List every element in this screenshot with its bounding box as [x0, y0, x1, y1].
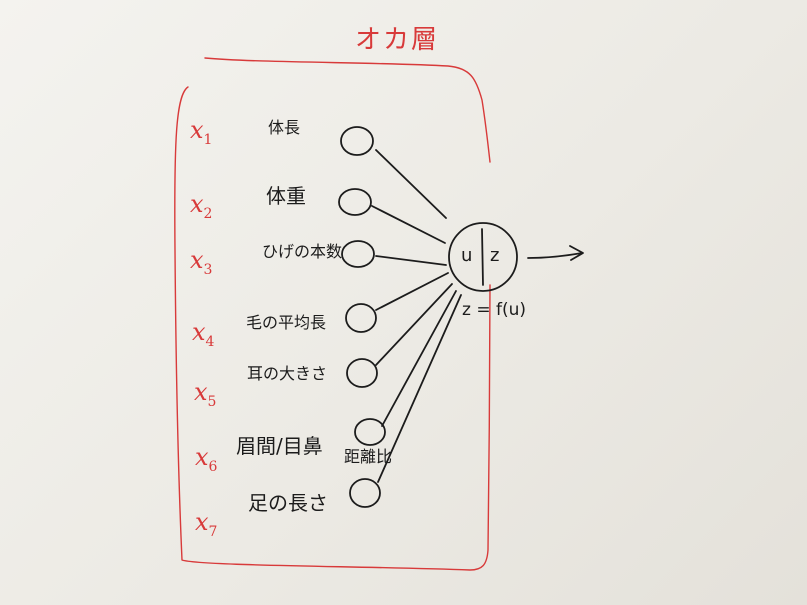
neuron-divider [481, 228, 484, 286]
var-sub: 5 [207, 393, 217, 410]
unit-input-u: u [461, 245, 473, 266]
var-sub: 1 [203, 131, 213, 148]
var-letter: x [195, 508, 209, 536]
input-label-6: 眉間/目鼻 [236, 434, 323, 458]
output-arrowhead [569, 245, 584, 261]
var-letter: x [195, 443, 209, 471]
var-letter: x [190, 116, 204, 144]
input-nodes [338, 126, 386, 508]
var-letter: x [192, 318, 206, 346]
unit-output-z: z [490, 245, 500, 266]
var-sub: 3 [203, 261, 213, 278]
input-var-7: x7 [195, 510, 217, 539]
input-node-5 [346, 358, 378, 388]
input-label-3: ひげの本数 [262, 242, 343, 261]
connection-1 [375, 149, 447, 219]
connection-2 [371, 205, 446, 244]
connections [371, 149, 462, 483]
connection-7 [377, 294, 462, 483]
input-label-4: 毛の平均長 [246, 313, 327, 332]
var-letter: x [190, 190, 204, 218]
input-var-1: x1 [190, 118, 212, 147]
input-label-2: 体重 [266, 184, 306, 208]
input-node-2 [338, 188, 372, 216]
connection-3 [375, 255, 447, 266]
var-sub: 2 [203, 205, 213, 222]
input-node-6 [354, 418, 386, 446]
var-sub: 7 [208, 523, 218, 540]
connection-6 [381, 290, 457, 427]
var-letter: x [194, 378, 208, 406]
input-node-4 [345, 303, 377, 333]
input-node-3 [341, 240, 375, 268]
input-var-6: x6 [195, 445, 217, 474]
neuron-unit [448, 222, 518, 292]
input-layer-top-bracket [204, 57, 491, 163]
input-label-7: 足の長さ [248, 491, 328, 515]
output-arrow [527, 252, 583, 259]
var-sub: 6 [208, 458, 218, 475]
input-node-7 [349, 478, 381, 508]
connection-5 [375, 283, 453, 366]
input-label-6-extra: 距離比 [344, 447, 393, 466]
var-letter: x [190, 246, 204, 274]
input-layer-box [174, 86, 491, 571]
input-var-5: x5 [194, 380, 216, 409]
input-node-1 [340, 126, 374, 156]
input-label-5: 耳の大きさ [247, 364, 328, 383]
layer-title: オカ層 [355, 25, 440, 55]
input-label-1: 体長 [268, 118, 301, 137]
activation-equation: z = f(u) [462, 300, 526, 320]
input-var-3: x3 [190, 248, 212, 277]
connection-4 [375, 272, 449, 311]
input-var-2: x2 [190, 192, 212, 221]
var-sub: 4 [205, 333, 215, 350]
input-var-4: x4 [192, 320, 214, 349]
